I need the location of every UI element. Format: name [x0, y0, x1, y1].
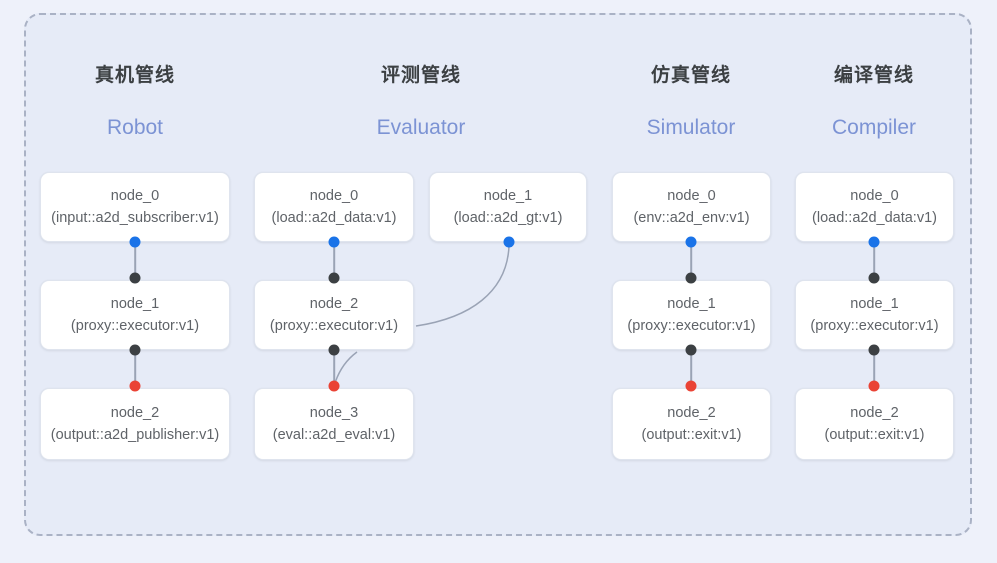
edge-robot-1-to-2	[134, 350, 136, 386]
port-input-robot-node-1[interactable]	[129, 272, 141, 284]
node-card-sim-node-0[interactable]: node_0 (env::a2d_env:v1)	[612, 172, 771, 242]
port-output-eval-node-1[interactable]	[503, 236, 515, 248]
node-spec: (load::a2d_gt:v1)	[453, 210, 563, 226]
node-spec: (load::a2d_data:v1)	[812, 210, 937, 226]
node-spec: (env::a2d_env:v1)	[633, 210, 750, 226]
node-name: node_2	[850, 405, 899, 421]
node-card-eval-node-2[interactable]: node_2 (proxy::executor:v1)	[254, 280, 414, 350]
node-name: node_0	[309, 188, 359, 204]
node-spec: (output::exit:v1)	[641, 427, 742, 443]
port-input-comp-node-1[interactable]	[868, 272, 880, 284]
port-input-robot-node-2[interactable]	[129, 380, 141, 392]
node-name: node_2	[110, 405, 160, 421]
port-output-eval-node-2[interactable]	[328, 344, 340, 356]
edge-sim-0-to-1	[690, 242, 692, 278]
node-spec: (input::a2d_subscriber:v1)	[51, 210, 219, 226]
node-name: node_1	[483, 188, 533, 204]
node-card-comp-node-0[interactable]: node_0 (load::a2d_data:v1)	[795, 172, 954, 242]
node-name: node_1	[667, 296, 716, 312]
node-card-comp-node-2[interactable]: node_2 (output::exit:v1)	[795, 388, 954, 460]
node-name: node_0	[110, 188, 160, 204]
port-output-sim-node-0[interactable]	[685, 236, 697, 248]
node-name: node_3	[309, 405, 359, 421]
node-name: node_0	[667, 188, 716, 204]
port-input-comp-node-2[interactable]	[868, 380, 880, 392]
node-card-eval-node-3[interactable]: node_3 (eval::a2d_eval:v1)	[254, 388, 414, 460]
node-card-comp-node-1[interactable]: node_1 (proxy::executor:v1)	[795, 280, 954, 350]
node-name: node_0	[850, 188, 899, 204]
port-input-sim-node-2[interactable]	[685, 380, 697, 392]
node-name: node_1	[110, 296, 160, 312]
edge-comp-1-to-2	[873, 350, 875, 386]
edge-sim-1-to-2	[690, 350, 692, 386]
node-spec: (proxy::executor:v1)	[627, 318, 756, 334]
node-spec: (proxy::executor:v1)	[70, 318, 200, 334]
node-card-eval-node-1[interactable]: node_1 (load::a2d_gt:v1)	[429, 172, 587, 242]
node-spec: (proxy::executor:v1)	[810, 318, 939, 334]
edge-comp-0-to-1	[873, 242, 875, 278]
edge-robot-0-to-1	[134, 242, 136, 278]
node-spec: (proxy::executor:v1)	[269, 318, 399, 334]
port-output-eval-node-0[interactable]	[328, 236, 340, 248]
node-card-sim-node-1[interactable]: node_1 (proxy::executor:v1)	[612, 280, 771, 350]
node-card-robot-node-0[interactable]: node_0 (input::a2d_subscriber:v1)	[40, 172, 230, 242]
port-output-comp-node-0[interactable]	[868, 236, 880, 248]
node-card-robot-node-1[interactable]: node_1 (proxy::executor:v1)	[40, 280, 230, 350]
port-input-eval-node-2[interactable]	[328, 272, 340, 284]
node-spec: (load::a2d_data:v1)	[271, 210, 397, 226]
node-card-eval-node-0[interactable]: node_0 (load::a2d_data:v1)	[254, 172, 414, 242]
node-name: node_2	[667, 405, 716, 421]
edge-eval-2-to-3	[333, 350, 335, 386]
node-name: node_1	[850, 296, 899, 312]
port-output-robot-node-1[interactable]	[129, 344, 141, 356]
node-card-robot-node-2[interactable]: node_2 (output::a2d_publisher:v1)	[40, 388, 230, 460]
node-spec: (output::exit:v1)	[824, 427, 925, 443]
port-output-sim-node-1[interactable]	[685, 344, 697, 356]
port-output-robot-node-0[interactable]	[129, 236, 141, 248]
node-spec: (output::a2d_publisher:v1)	[50, 427, 220, 443]
node-card-sim-node-2[interactable]: node_2 (output::exit:v1)	[612, 388, 771, 460]
node-spec: (eval::a2d_eval:v1)	[272, 427, 396, 443]
node-name: node_2	[309, 296, 359, 312]
port-output-comp-node-1[interactable]	[868, 344, 880, 356]
port-input-eval-node-3[interactable]	[328, 380, 340, 392]
edge-eval-0-to-2	[333, 242, 335, 278]
port-input-sim-node-1[interactable]	[685, 272, 697, 284]
